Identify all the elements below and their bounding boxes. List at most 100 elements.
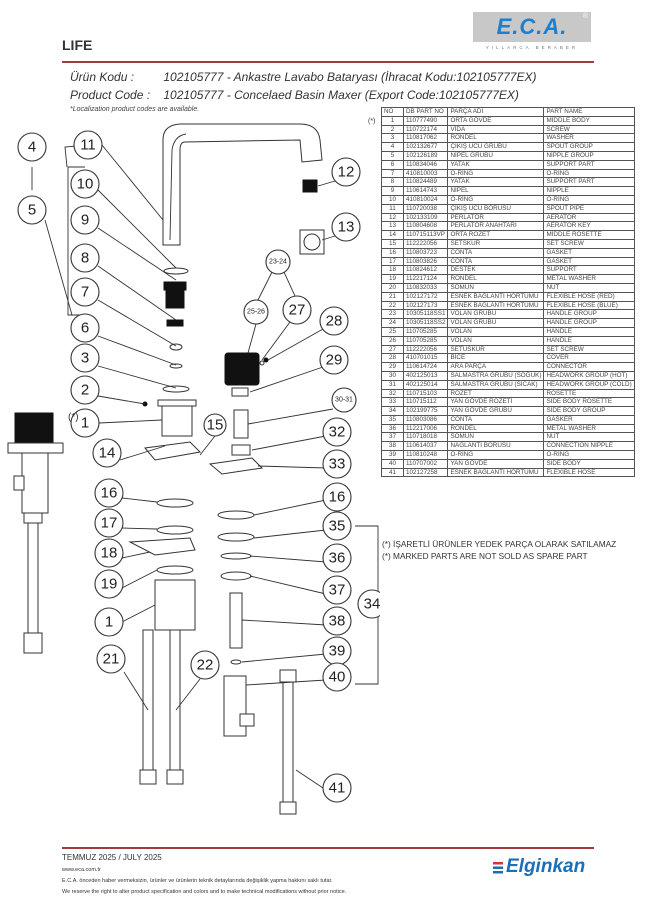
cell-parca-adi: VOLAN GRUBU	[447, 309, 545, 320]
cell-parca-adi: VOLAN	[447, 335, 545, 346]
cell-no: 29	[381, 362, 404, 372]
callout-17: 17	[94, 508, 124, 538]
cell-no: 39	[381, 450, 404, 460]
cell-parca-adi: BİCE	[447, 353, 545, 364]
cell-db-part-no: 402125014	[402, 379, 449, 390]
callout-circle	[94, 478, 124, 508]
footer-website[interactable]: www.eca.com.tr	[62, 867, 101, 873]
callout-circle	[94, 538, 124, 568]
callout-39: 39	[322, 636, 352, 666]
cell-parca-adi: NİPEL	[447, 186, 545, 196]
cell-no: 20	[381, 282, 404, 293]
leader-line	[251, 435, 327, 451]
aerator-key-drawing	[299, 229, 325, 255]
callout-label: 23-24	[269, 259, 287, 266]
callout-circle	[322, 575, 352, 605]
callout-circle	[319, 306, 349, 336]
leader-line	[121, 569, 158, 589]
cell-db-part-no: 102132677	[402, 142, 449, 152]
cell-parca-adi: O-RİNG	[447, 168, 545, 179]
cell-no: 36	[381, 423, 404, 434]
cell-parca-adi: ESNEK BAĞLANTI HORTUMU	[447, 291, 545, 302]
cell-part-name: SET SCREW	[543, 238, 635, 249]
callout-label: 3	[81, 350, 89, 367]
leader-line	[241, 653, 327, 663]
cell-db-part-no: 410810003	[402, 168, 449, 179]
product-code-en: Product Code : 102105777 - Concelaed Bas…	[70, 88, 519, 102]
cell-db-part-no: 110715113VP	[402, 230, 449, 240]
callout-19: 19	[94, 569, 124, 599]
localization-note: *Localization product codes are availabl…	[70, 106, 200, 113]
cell-db-part-no: 112217124	[402, 274, 449, 284]
callout-circle	[17, 132, 47, 162]
callout-circle	[322, 773, 352, 803]
assembled-side-drawing	[7, 412, 64, 654]
callout-34: 34	[357, 589, 380, 619]
cell-part-name: HANDLE GROUP	[543, 318, 635, 328]
leader-line	[247, 323, 257, 354]
cell-parca-adi: YATAK	[447, 177, 545, 188]
callout-circle	[331, 157, 361, 187]
registered-mark: ®	[582, 13, 588, 20]
cell-part-name: AERATOR	[543, 212, 635, 223]
cell-parca-adi: SALMASTRA GRUBU (SOĞUK)	[447, 370, 545, 381]
cell-db-part-no: 110715103	[402, 388, 449, 399]
cell-no: 22	[381, 300, 404, 311]
callout-1: 1	[70, 408, 100, 438]
callout-12: 12	[331, 157, 361, 187]
cell-db-part-no: 110817062	[402, 133, 449, 144]
cell-no: 21	[381, 291, 404, 302]
cell-no: 32	[381, 388, 404, 399]
cell-part-name: SUPPORT PART	[543, 177, 635, 188]
callout-circle	[322, 482, 352, 512]
callout-circle	[282, 295, 312, 325]
cell-part-name: FLEXİBLE HOSE (BLUE)	[543, 300, 635, 311]
cell-no: 14	[381, 230, 404, 240]
leader-line	[257, 271, 273, 301]
cell-part-name: SİDE BODY ROSETTE	[543, 397, 635, 408]
cell-db-part-no: 102127172	[402, 291, 449, 302]
callout-41: 41	[322, 773, 352, 803]
leader-line	[257, 465, 327, 469]
leader-line	[97, 299, 177, 347]
leader-line	[123, 671, 149, 711]
callout-11: 11	[73, 130, 103, 160]
leader-line	[267, 328, 324, 361]
cell-part-name: GASKET	[543, 247, 635, 258]
callout-circle	[70, 408, 100, 438]
footer-date: TEMMUZ 2025 / JULY 2025	[62, 853, 162, 862]
cell-parca-adi: CONTA	[447, 247, 545, 258]
elginkan-brand: Elginkan	[506, 856, 586, 877]
cell-parca-adi: ORTA ROZET	[447, 230, 545, 240]
callout-label: 9	[81, 212, 89, 229]
callout-circle	[322, 543, 352, 573]
cell-no: 33	[381, 397, 404, 408]
cell-db-part-no: 10305118SS1	[402, 309, 449, 320]
cell-no: 28	[381, 353, 404, 364]
cell-parca-adi: ARA PARÇA	[447, 362, 545, 372]
callout-33: 33	[322, 449, 352, 479]
callout-30-31: 30-31	[331, 387, 357, 413]
cell-parca-adi: O-RİNG	[447, 450, 545, 460]
callout-circle	[70, 313, 100, 343]
header-parca-adi: PARÇA ADİ	[447, 107, 545, 117]
product-code-label-en: Product Code :	[70, 88, 151, 102]
cell-no: 34	[381, 406, 404, 416]
callout-38: 38	[322, 606, 352, 636]
cell-db-part-no: 112222056	[402, 344, 449, 355]
diagram-marker: (*)	[68, 412, 79, 423]
table-header-row: NO DB PART NO PARÇA ADİ PART NAME	[381, 107, 635, 117]
cell-db-part-no: 110722174	[402, 124, 449, 135]
cell-parca-adi: ROZET	[447, 388, 545, 399]
cell-db-part-no: 112217006	[402, 423, 449, 434]
